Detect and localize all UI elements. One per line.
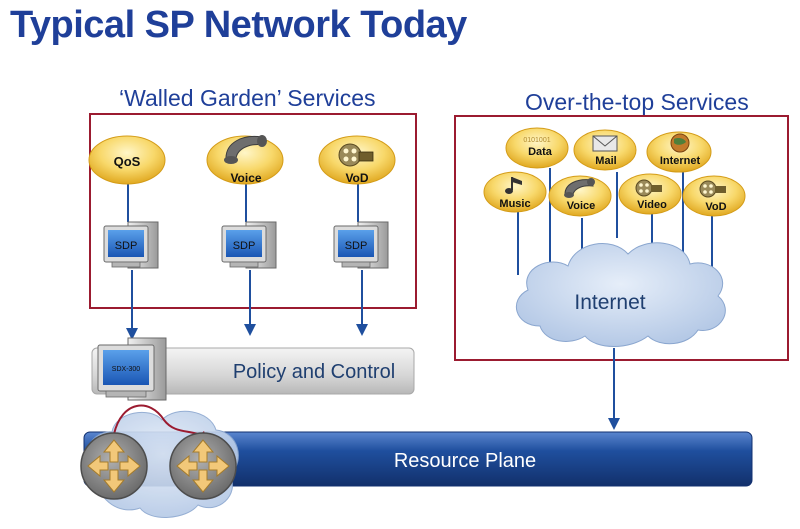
policy-control-bar: Policy and Control [91, 347, 415, 395]
service-label: Voice [567, 200, 596, 212]
policy-control-label: Policy and Control [233, 361, 395, 383]
ott-service-data: 0101001 Data [505, 127, 569, 169]
service-label: Data [528, 146, 553, 158]
globe-icon [670, 133, 690, 153]
ott-services-title: Over-the-top Services [525, 89, 749, 115]
service-label: VoD [345, 171, 368, 185]
ott-service-voice: Voice [548, 175, 612, 217]
phone-icon [224, 135, 267, 164]
router-arrows-icon [87, 439, 141, 493]
sdp-server-3: SDP [333, 221, 389, 269]
ott-connectors [517, 168, 713, 275]
ott-service-internet: Internet [646, 131, 712, 173]
film-reel-icon [635, 179, 662, 197]
service-label: Music [499, 198, 530, 210]
router-2 [169, 432, 237, 500]
service-label: Mail [595, 155, 616, 167]
sdp-label: SDP [233, 240, 256, 252]
envelope-icon [592, 135, 618, 152]
sdx-300-label: SDX-300 [112, 366, 141, 373]
ott-service-vod: VoD [682, 175, 746, 217]
sdp-server-2: SDP [221, 221, 277, 269]
sdp-server-1: SDP [103, 221, 159, 269]
phone-icon [564, 178, 595, 198]
ott-service-music: Music [483, 171, 547, 213]
service-label: VoD [705, 201, 726, 213]
service-label: Internet [660, 155, 701, 167]
service-label: Voice [230, 171, 261, 185]
garden-service-qos: QoS [88, 135, 166, 185]
control-link [113, 404, 208, 442]
film-reel-icon [338, 143, 374, 167]
walled-garden-title: ‘Walled Garden’ Services [119, 85, 376, 111]
music-note-icon [505, 177, 522, 194]
internet-label: Internet [574, 291, 645, 314]
service-label: QoS [114, 154, 141, 169]
router-1 [80, 432, 148, 500]
walled-garden-box [89, 113, 417, 309]
garden-connectors [127, 180, 359, 222]
film-reel-icon [699, 180, 726, 198]
svg-text:0101001: 0101001 [523, 137, 550, 144]
service-label: Video [637, 199, 667, 211]
page-title: Typical SP Network Today [10, 4, 467, 46]
resource-plane-label: Resource Plane [394, 450, 536, 472]
sdp-to-policy-arrows [126, 270, 368, 340]
garden-service-voice: Voice [206, 135, 284, 185]
internet-cloud: Internet [516, 242, 726, 347]
garden-service-vod: VoD [318, 135, 396, 185]
ott-services-box [454, 115, 789, 361]
ott-service-video: Video [618, 173, 682, 215]
sdp-label: SDP [115, 240, 138, 252]
router-arrows-icon [176, 439, 230, 493]
sdx-300-server: SDX-300 [97, 337, 167, 401]
sdp-label: SDP [345, 240, 368, 252]
data-icon: 0101001 [523, 137, 550, 144]
ott-service-mail: Mail [573, 129, 637, 171]
